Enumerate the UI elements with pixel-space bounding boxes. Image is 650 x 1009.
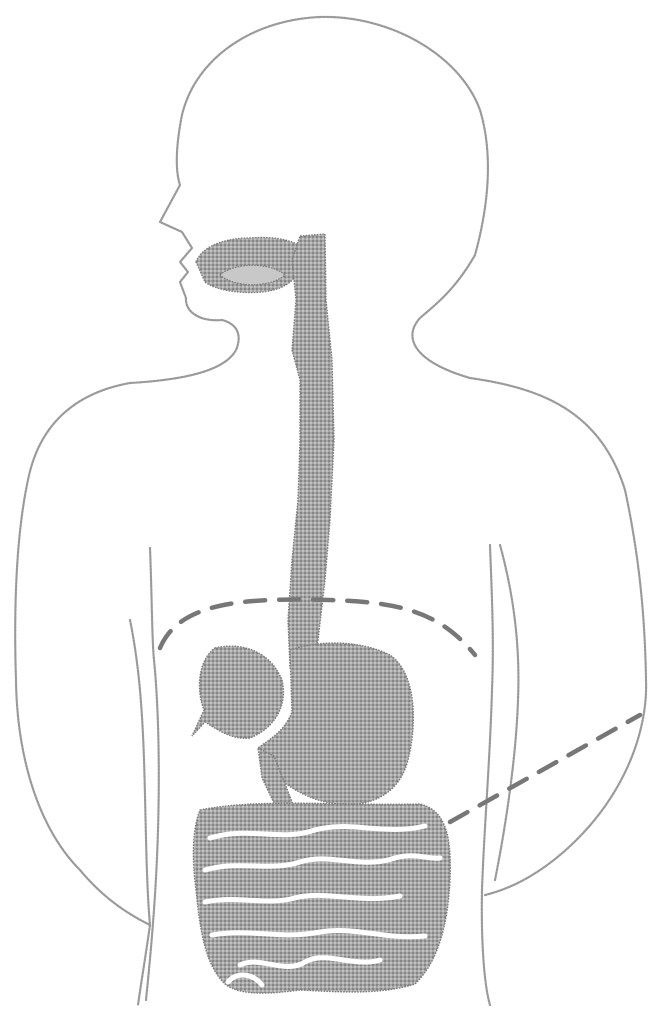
left-torso-line — [138, 925, 150, 1005]
liver — [192, 646, 283, 738]
esophagus — [288, 234, 334, 668]
right-arm-inner-line-2 — [495, 545, 518, 880]
pointer-line — [450, 715, 640, 822]
left-arm-inner-line-2 — [130, 620, 150, 925]
right-arm-inner-line — [482, 545, 493, 1005]
